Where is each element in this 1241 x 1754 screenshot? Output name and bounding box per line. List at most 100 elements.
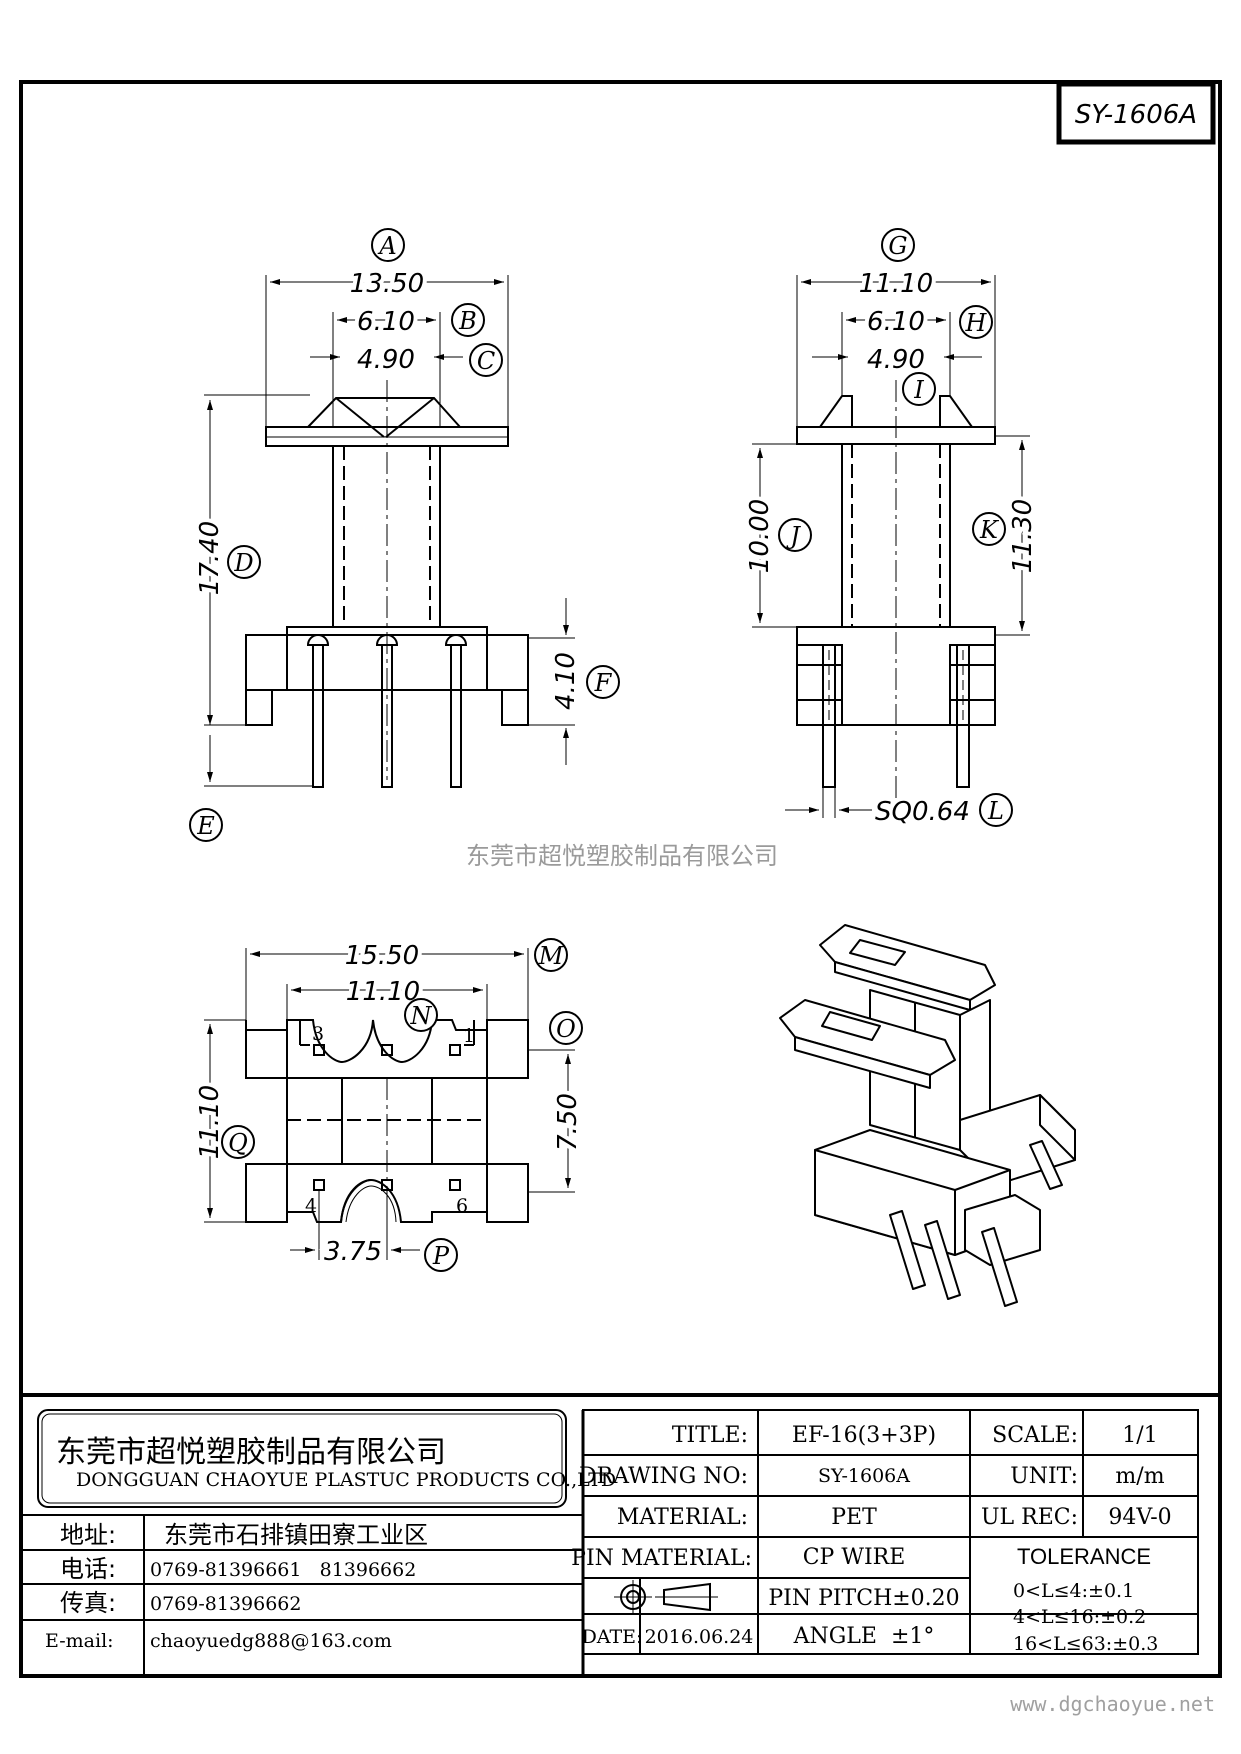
isometric-view <box>779 924 1076 1307</box>
unit-label: UNIT: <box>1010 1464 1078 1489</box>
label-n: N <box>404 998 438 1032</box>
dim-h: 6.10 <box>867 307 925 337</box>
svg-text:L: L <box>987 797 1004 825</box>
bottom-view <box>204 948 575 1260</box>
scale-value: 1/1 <box>1122 1423 1157 1448</box>
label-m: M <box>534 938 568 972</box>
part-number-box: SY-1606A <box>1056 81 1216 145</box>
tolerance-3: 16<L≤63:±0.3 <box>1013 1633 1158 1655</box>
date-label: DATE: <box>582 1626 643 1648</box>
dim-i: 4.90 <box>867 345 925 375</box>
label-e: E <box>189 808 223 842</box>
company-name-en: DONGGUAN CHAOYUE PLASTUC PRODUCTS CO.,LT… <box>76 1469 616 1491</box>
svg-text:F: F <box>594 669 613 697</box>
svg-text:N: N <box>410 1002 433 1030</box>
label-p: P <box>424 1238 458 1272</box>
side-view <box>752 275 1030 818</box>
svg-text:E: E <box>196 812 215 840</box>
dim-b: 6.10 <box>357 307 415 337</box>
ul-rec-label: UL REC: <box>981 1505 1078 1530</box>
angle: ANGLE ±1° <box>793 1624 935 1649</box>
svg-text:K: K <box>979 516 1000 544</box>
label-o: O <box>549 1011 583 1045</box>
svg-text:Q: Q <box>228 1129 248 1157</box>
material-label: MATERIAL: <box>617 1505 748 1530</box>
label-d: D <box>227 545 261 579</box>
email-value: chaoyuedg888@163.com <box>150 1630 392 1652</box>
front-view-annotations: 13.50 6.10 4.90 17.40 4.10 A B C D E F <box>189 228 620 842</box>
address-value: 东莞市石排镇田寮工业区 <box>164 1521 428 1549</box>
company-name-cn: 东莞市超悦塑胶制品有限公司 <box>56 1435 446 1470</box>
tolerance-2: 4<L≤16:±0.2 <box>1013 1606 1146 1628</box>
label-k: K <box>972 512 1006 546</box>
dim-n: 11.10 <box>346 977 420 1007</box>
fax-value: 0769-81396662 <box>150 1593 301 1615</box>
fax-label: 传真: <box>60 1589 116 1617</box>
title-value: EF-16(3+3P) <box>792 1423 936 1448</box>
svg-text:H: H <box>965 309 988 337</box>
dim-m: 15.50 <box>345 941 419 971</box>
pin-material-label: PIN MATERIAL: <box>571 1546 752 1571</box>
label-l: L <box>979 793 1013 827</box>
email-label: E-mail: <box>45 1630 114 1652</box>
scale-label: SCALE: <box>992 1423 1078 1448</box>
title-block-text: 东莞市超悦塑胶制品有限公司 DONGGUAN CHAOYUE PLASTUC P… <box>45 1423 1172 1655</box>
dim-p: 3.75 <box>324 1237 382 1267</box>
tolerance-label: TOLERANCE <box>1017 1544 1151 1569</box>
projection-symbol-icon <box>614 1580 718 1614</box>
side-view-annotations: 11.10 6.10 4.90 10.00 11.30 SQ0.64 G H I… <box>741 228 1042 831</box>
svg-text:G: G <box>888 232 907 260</box>
dim-o: 7.50 <box>553 1093 583 1151</box>
dim-a: 13.50 <box>350 269 424 299</box>
svg-text:O: O <box>556 1015 576 1043</box>
label-i: I <box>902 372 936 406</box>
label-b: B <box>451 303 485 337</box>
material-value: PET <box>831 1505 877 1530</box>
front-view <box>204 275 575 788</box>
label-j: J <box>778 518 812 552</box>
title-block <box>19 1393 1222 1678</box>
dim-f: 4.10 <box>551 652 581 710</box>
part-number: SY-1606A <box>1075 100 1197 130</box>
date-value: 2016.06.24 <box>645 1626 754 1648</box>
svg-text:D: D <box>233 549 253 577</box>
pin-number-6: 6 <box>456 1195 468 1217</box>
pin-pitch: PIN PITCH±0.20 <box>768 1586 959 1611</box>
bottom-view-annotations: 3 1 4 6 15.50 11.10 7.50 11.10 3.75 M N … <box>191 937 587 1272</box>
svg-text:C: C <box>477 347 495 375</box>
svg-text:I: I <box>913 376 924 404</box>
website: www.dgchaoyue.net <box>1010 1692 1215 1716</box>
dim-d: 17.40 <box>195 521 225 595</box>
tolerance-1: 0<L≤4:±0.1 <box>1013 1580 1134 1602</box>
dim-k: 11.30 <box>1008 499 1038 573</box>
label-g: G <box>881 228 915 262</box>
svg-text:M: M <box>538 942 565 970</box>
label-f: F <box>586 665 620 699</box>
label-q: Q <box>221 1125 255 1159</box>
label-c: C <box>469 343 503 377</box>
label-a: A <box>371 228 405 262</box>
title-label: TITLE: <box>672 1423 748 1448</box>
pin-number-3: 3 <box>312 1023 324 1045</box>
svg-text:P: P <box>432 1242 450 1270</box>
unit-value: m/m <box>1115 1464 1164 1489</box>
svg-text:A: A <box>377 232 396 260</box>
dim-q: 11.10 <box>195 1085 225 1159</box>
drawing-no-label: DRAWING NO: <box>579 1464 748 1489</box>
dim-l: SQ0.64 <box>875 797 970 827</box>
ul-rec-value: 94V-0 <box>1108 1505 1171 1530</box>
tel-value: 0769-81396661 81396662 <box>150 1559 416 1581</box>
dim-j: 10.00 <box>745 499 775 573</box>
label-h: H <box>959 305 993 339</box>
dim-c: 4.90 <box>357 345 415 375</box>
pin-material-value: CP WIRE <box>803 1545 906 1570</box>
tel-label: 电话: <box>60 1555 116 1583</box>
dim-g: 11.10 <box>859 269 933 299</box>
drawing-no-value: SY-1606A <box>818 1465 910 1487</box>
pin-number-1: 1 <box>463 1025 475 1047</box>
watermark: 东莞市超悦塑胶制品有限公司 <box>466 842 778 870</box>
svg-text:B: B <box>458 307 477 335</box>
pin-number-4: 4 <box>305 1195 317 1217</box>
address-label: 地址: <box>60 1521 116 1549</box>
